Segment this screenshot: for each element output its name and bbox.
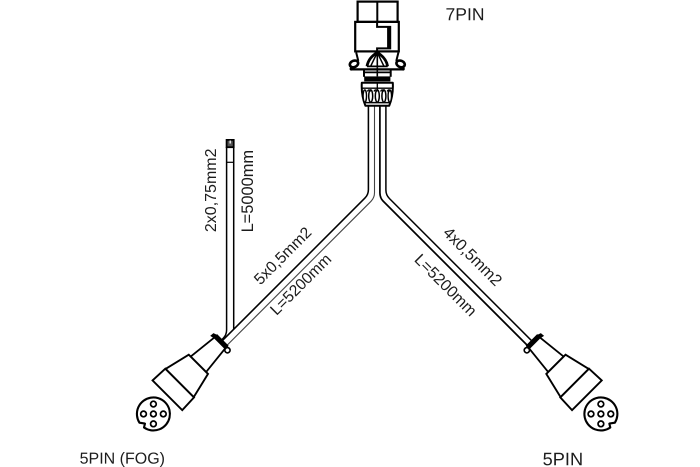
svg-text:7PIN: 7PIN: [446, 4, 485, 24]
svg-text:5PIN (FOG): 5PIN (FOG): [80, 451, 165, 467]
svg-text:2x0,75mm2: 2x0,75mm2: [203, 148, 220, 232]
svg-text:L=5000mm: L=5000mm: [239, 150, 257, 232]
svg-text:5PIN: 5PIN: [543, 449, 583, 467]
